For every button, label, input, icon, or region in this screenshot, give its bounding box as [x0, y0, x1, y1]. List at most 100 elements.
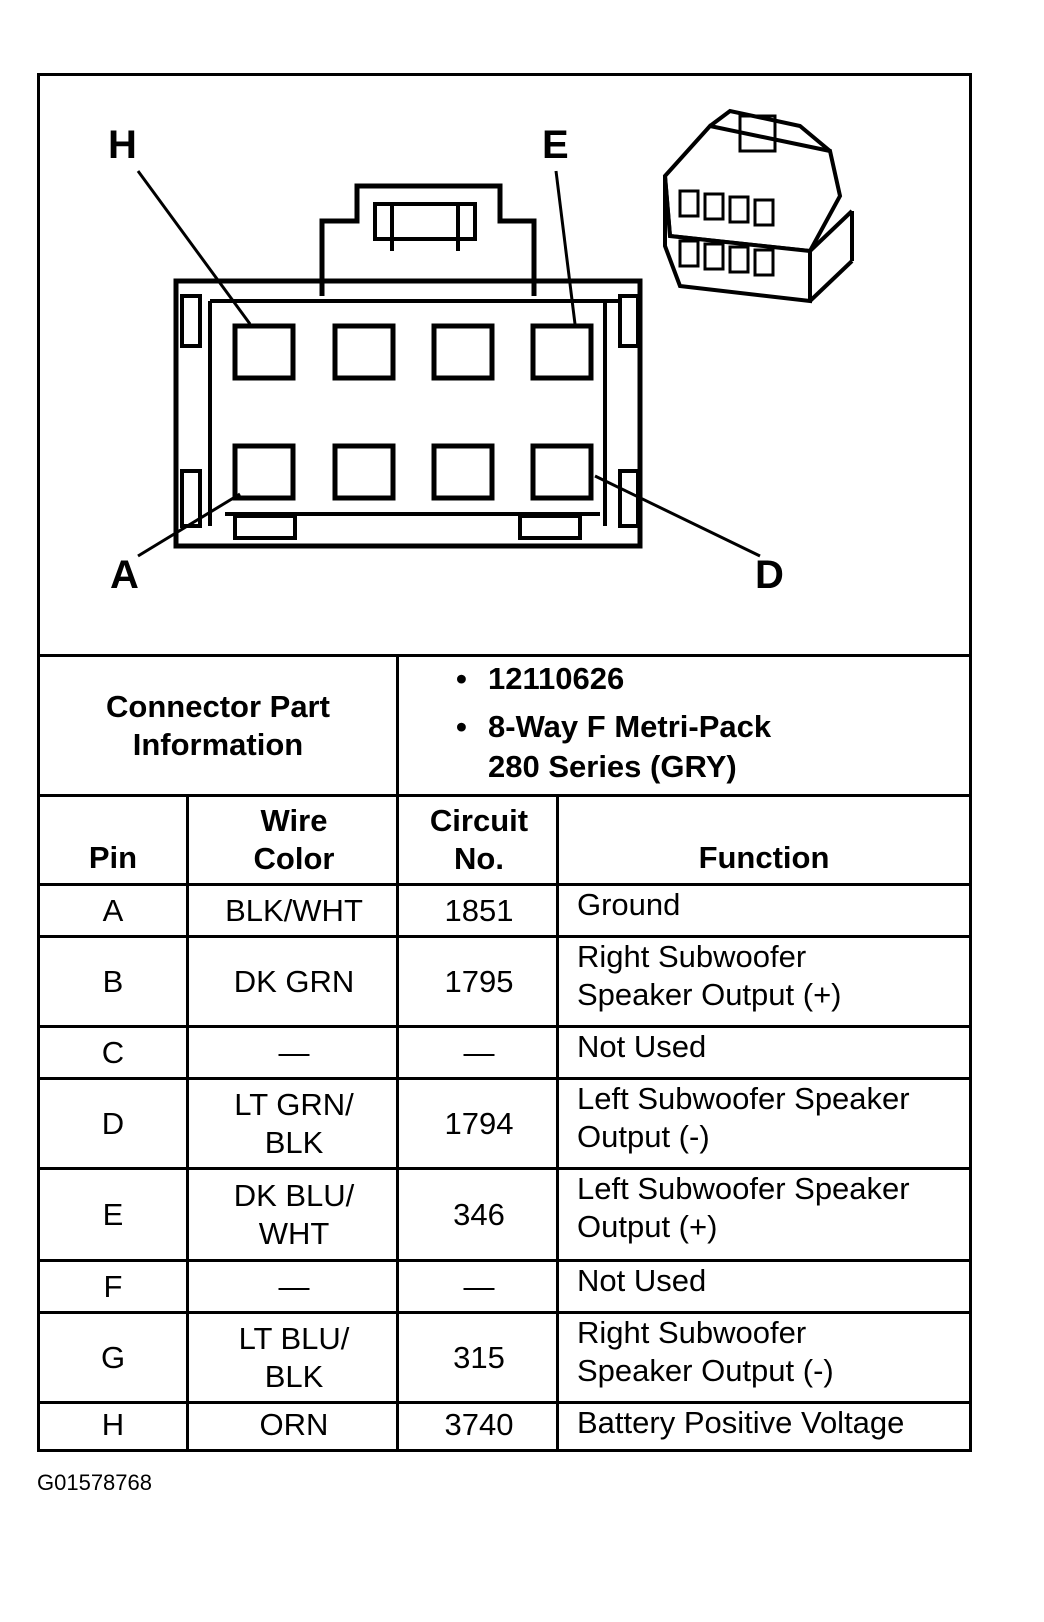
wire-color-value: WHT — [258, 1215, 330, 1251]
connector-face — [173, 183, 643, 549]
part-info-item: • 12110626 — [398, 659, 958, 699]
wire-color-value: DK GRN — [233, 963, 355, 999]
connector-3d-thumbnail — [662, 108, 854, 304]
part-info-label-line1: Connector Part — [106, 688, 330, 724]
cell-circuit-no: 346 — [399, 1170, 559, 1259]
cell-pin: B — [40, 938, 186, 1025]
cell-circuit-no: — — [399, 1028, 559, 1077]
circuit-value: 3740 — [444, 1407, 514, 1442]
part-info-list: • 12110626 • 8-Way F Metri-Pack 280 Seri… — [398, 659, 958, 787]
part-number: 12110626 — [488, 661, 625, 696]
wire-color-value: ORN — [259, 1407, 329, 1442]
circuit-value: — — [463, 1034, 495, 1070]
divider — [40, 794, 969, 797]
function-value: Speaker Output (-) — [577, 1353, 834, 1388]
cell-wire-color: DK GRN — [189, 938, 399, 1025]
cell-wire-color: DK BLU/WHT — [189, 1170, 399, 1259]
function-value: Ground — [577, 887, 681, 922]
cell-pin: F — [40, 1262, 186, 1311]
cell-function: Not Used — [559, 1262, 969, 1311]
function-value: Left Subwoofer Speaker — [577, 1171, 910, 1206]
cell-circuit-no: 1794 — [399, 1080, 559, 1167]
function-value: Not Used — [577, 1263, 707, 1298]
function-value: Not Used — [577, 1029, 707, 1064]
function-value: Output (+) — [577, 1209, 718, 1244]
cell-function: Ground — [559, 886, 969, 935]
divider — [40, 1311, 969, 1314]
divider — [396, 654, 399, 794]
cell-circuit-no: 315 — [399, 1314, 559, 1401]
cell-function: Battery Positive Voltage — [559, 1404, 969, 1446]
part-info-item: • 8-Way F Metri-Pack — [398, 707, 958, 747]
part-info-label-line2: Information — [132, 726, 304, 762]
divider — [40, 1077, 969, 1080]
cell-wire-color: BLK/WHT — [189, 886, 399, 935]
divider — [40, 1401, 969, 1404]
part-info-label: Connector Part Information — [40, 657, 396, 794]
cell-pin: E — [40, 1170, 186, 1259]
cell-pin: G — [40, 1314, 186, 1401]
wire-color-value: LT BLU/ — [238, 1320, 350, 1356]
divider — [40, 1167, 969, 1170]
pin-leader-lines — [136, 170, 761, 558]
figure-id: G01578768 — [37, 1470, 152, 1495]
circuit-value: 346 — [453, 1196, 505, 1232]
circuit-value: — — [463, 1268, 495, 1304]
bullet: • — [456, 661, 467, 696]
function-value: Right Subwoofer — [577, 1315, 807, 1350]
cell-circuit-no: — — [399, 1262, 559, 1311]
wire-color-value: DK BLU/ — [233, 1177, 355, 1213]
pin-value: B — [102, 963, 124, 999]
cell-wire-color: ORN — [189, 1404, 399, 1446]
function-value: Right Subwoofer — [577, 939, 807, 974]
divider — [40, 935, 969, 938]
connector-series: 280 Series (GRY) — [488, 749, 737, 784]
cell-circuit-no: 1851 — [399, 886, 559, 935]
pin-label-d: D — [755, 553, 784, 597]
function-value: Output (-) — [577, 1119, 710, 1154]
connector-info-frame: H E A D Connector Part Information — [37, 73, 972, 1452]
connector-type: 8-Way F Metri-Pack — [488, 709, 772, 744]
pin-value: G — [100, 1339, 126, 1375]
pin-value: D — [101, 1105, 125, 1141]
wire-color-value: — — [278, 1268, 310, 1304]
divider — [396, 794, 399, 1449]
pin-value: F — [103, 1268, 123, 1304]
cell-pin: D — [40, 1080, 186, 1167]
cell-wire-color: LT GRN/BLK — [189, 1080, 399, 1167]
pin-label-e: E — [542, 123, 569, 167]
pin-label-h: H — [108, 123, 137, 167]
cell-pin: H — [40, 1404, 186, 1446]
divider — [40, 883, 969, 886]
function-value: Speaker Output (+) — [577, 977, 842, 1012]
bullet: • — [456, 709, 467, 744]
circuit-value: 1794 — [444, 1105, 514, 1141]
function-value: Battery Positive Voltage — [577, 1405, 905, 1440]
wire-color-value: LT GRN/ — [234, 1086, 354, 1122]
pin-value: C — [101, 1034, 125, 1070]
circuit-value: 315 — [453, 1339, 505, 1375]
cell-pin: C — [40, 1028, 186, 1077]
cell-wire-color: — — [189, 1028, 399, 1077]
divider — [40, 1025, 969, 1028]
circuit-value: 1851 — [444, 892, 514, 928]
cell-wire-color: LT BLU/BLK — [189, 1314, 399, 1401]
wire-color-value: BLK/WHT — [225, 892, 363, 928]
wire-color-value: BLK — [264, 1358, 324, 1394]
pin-label-a: A — [110, 553, 139, 597]
connector-diagram: H E A D — [108, 108, 854, 597]
header-pin: Pin — [88, 840, 138, 875]
cell-wire-color: — — [189, 1262, 399, 1311]
header-function: Function — [698, 840, 830, 875]
header-wire-color: Wire Color — [253, 803, 335, 876]
cell-circuit-no: 3740 — [399, 1404, 559, 1446]
cell-circuit-no: 1795 — [399, 938, 559, 1025]
function-value: Left Subwoofer Speaker — [577, 1081, 910, 1116]
divider — [40, 654, 969, 657]
pin-value: E — [102, 1196, 124, 1232]
header-circuit-no: Circuit No. — [429, 803, 529, 876]
circuit-value: 1795 — [444, 963, 514, 999]
